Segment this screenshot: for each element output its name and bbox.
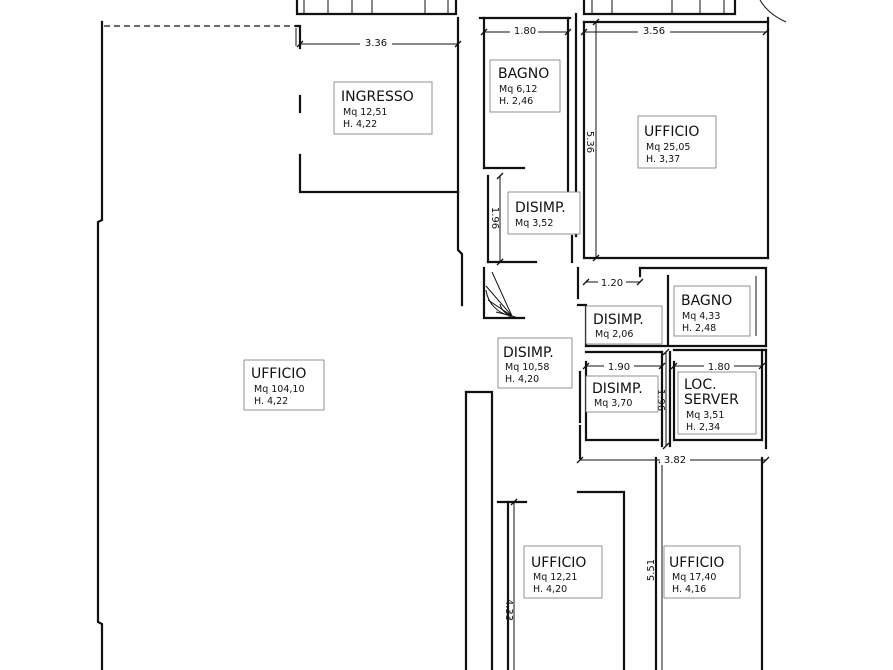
room-label-ufficio-25: UFFICIO Mq 25,05 H. 3,37 xyxy=(637,115,717,169)
room-area: Mq 2,06 xyxy=(595,329,633,340)
room-name: INGRESSO xyxy=(341,89,414,105)
room-label-ufficio-17: UFFICIO Mq 17,40 H. 4,16 xyxy=(663,545,741,599)
room-area: Mq 3,51 xyxy=(686,410,724,421)
room-area: Mq 4,33 xyxy=(682,311,720,322)
room-label-disimp-1: DISIMP. Mq 3,52 xyxy=(507,191,581,235)
room-height: H. 4,20 xyxy=(533,584,567,595)
room-name: DISIMP. xyxy=(593,312,644,328)
room-area: Mq 10,58 xyxy=(505,362,549,373)
room-height: H. 4,22 xyxy=(343,119,377,130)
room-name: BAGNO xyxy=(498,66,549,82)
room-label-server: LOC. SERVER Mq 3,51 H. 2,34 xyxy=(677,371,757,435)
room-name: LOC. xyxy=(684,377,717,393)
room-label-disimp-4: DISIMP. Mq 3,70 xyxy=(585,375,659,413)
dim-disimp-depth: 1.96 xyxy=(489,207,500,229)
room-area: Mq 17,40 xyxy=(672,572,716,583)
room-height: H. 3,37 xyxy=(646,154,680,165)
dim-ufficio-depth: 5.36 xyxy=(584,131,595,153)
room-label-ufficio-104: UFFICIO Mq 104,10 H. 4,22 xyxy=(243,359,325,411)
room-area: Mq 12,21 xyxy=(533,572,577,583)
room-name: UFFICIO xyxy=(644,124,699,140)
dimension-labels: 3.36 1.80 3.56 5.36 1.96 1.20 1.90 1.80 … xyxy=(360,24,734,621)
room-height: H. 4,22 xyxy=(254,396,288,407)
room-area: Mq 12,51 xyxy=(343,107,387,118)
dim-disimp2-width: 1.20 xyxy=(601,278,623,289)
room-label-bagno: BAGNO Mq 6,12 H. 2,46 xyxy=(489,59,561,113)
dim-ufficio3-depth: 4.33 xyxy=(503,599,514,621)
room-label-disimp-3: DISIMP. Mq 10,58 H. 4,20 xyxy=(497,337,573,389)
room-name: UFFICIO xyxy=(531,555,586,571)
room-area: Mq 3,52 xyxy=(515,218,553,229)
dim-lower-width: 3.82 xyxy=(664,455,686,466)
dim-ufficio-width: 3.56 xyxy=(643,26,665,37)
walls xyxy=(96,0,787,670)
room-label-disimp-2: DISIMP. Mq 2,06 xyxy=(585,305,663,345)
dim-ingresso-width: 3.36 xyxy=(365,38,387,49)
room-name: DISIMP. xyxy=(515,200,566,216)
dim-disimp4-width: 1.90 xyxy=(608,362,630,373)
dim-ufficio4-depth: 5.51 xyxy=(646,559,657,581)
room-name: DISIMP. xyxy=(592,381,643,397)
spiral-staircase xyxy=(485,271,519,319)
room-label-ufficio-12: UFFICIO Mq 12,21 H. 4,20 xyxy=(523,545,603,599)
room-name: UFFICIO xyxy=(251,366,306,382)
room-area: Mq 104,10 xyxy=(254,384,305,395)
room-name: DISIMP. xyxy=(503,345,554,361)
dim-bagno-width: 1.80 xyxy=(514,26,536,37)
room-area: Mq 6,12 xyxy=(499,84,537,95)
room-height: H. 2,34 xyxy=(686,422,720,433)
dim-server-width: 1.80 xyxy=(708,362,730,373)
room-label-bagno-2: BAGNO Mq 4,33 H. 2,48 xyxy=(673,285,751,337)
room-height: H. 4,16 xyxy=(672,584,706,595)
room-area: Mq 25,05 xyxy=(646,142,690,153)
room-area: Mq 3,70 xyxy=(594,398,632,409)
room-name: BAGNO xyxy=(681,293,732,309)
room-height: H. 4,20 xyxy=(505,374,539,385)
room-height: H. 2,46 xyxy=(499,96,533,107)
dim-server-depth: 1.96 xyxy=(655,389,666,411)
room-name: UFFICIO xyxy=(669,555,724,571)
room-name-2: SERVER xyxy=(684,392,739,408)
room-height: H. 2,48 xyxy=(682,323,716,334)
room-label-ingresso: INGRESSO Mq 12,51 H. 4,22 xyxy=(333,81,433,135)
